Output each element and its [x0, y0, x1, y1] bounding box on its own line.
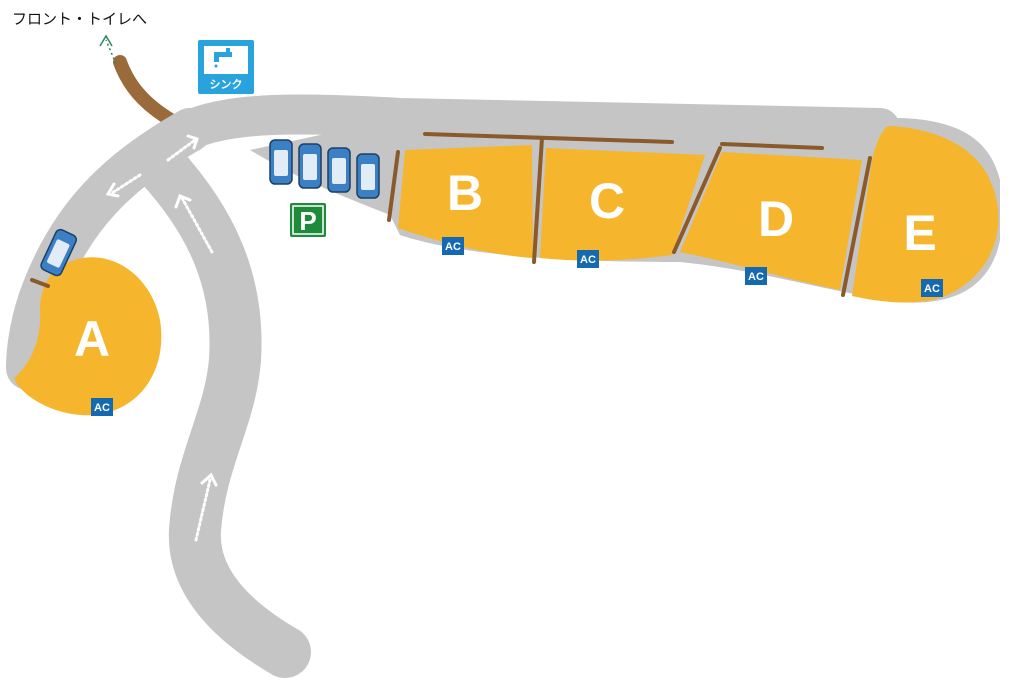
ac-badge-c: AC	[577, 250, 599, 268]
car-icon	[327, 147, 351, 193]
svg-text:シンク: シンク	[210, 78, 243, 91]
ac-badge-b: AC	[442, 237, 464, 255]
faucet-icon	[214, 48, 232, 68]
site-dividers	[30, 132, 872, 297]
site-a-label: A	[74, 311, 110, 367]
svg-text:AC: AC	[94, 402, 110, 414]
direction-arrows	[105, 134, 218, 542]
svg-text:AC: AC	[748, 271, 764, 283]
front-toilet-label: フロント・トイレへ	[12, 10, 148, 28]
car-icon	[298, 143, 322, 189]
car-icon	[40, 228, 78, 277]
site-c-label: C	[589, 173, 625, 229]
site-b-label: B	[447, 165, 483, 221]
car-icon	[356, 153, 380, 199]
svg-text:AC: AC	[580, 254, 596, 266]
ac-badge-e: AC	[921, 279, 943, 297]
parking-sign: P	[290, 203, 326, 237]
parked-cars	[40, 139, 380, 277]
site-e-label: E	[903, 205, 936, 261]
site-c-area[interactable]	[540, 148, 705, 261]
car-icon	[269, 139, 293, 185]
site-d-label: D	[758, 191, 794, 247]
svg-text:AC: AC	[445, 241, 461, 253]
front-direction-arrow	[105, 39, 117, 65]
site-d-area[interactable]	[680, 152, 862, 290]
site-b-area[interactable]	[398, 145, 533, 258]
site-e-area[interactable]	[852, 126, 999, 303]
svg-text:P: P	[299, 206, 316, 236]
ac-badge-d: AC	[745, 267, 767, 285]
svg-text:AC: AC	[924, 283, 940, 295]
sink-sign: シンク	[198, 40, 254, 94]
ac-badge-a: AC	[91, 398, 113, 416]
site-a-area[interactable]	[14, 257, 162, 416]
